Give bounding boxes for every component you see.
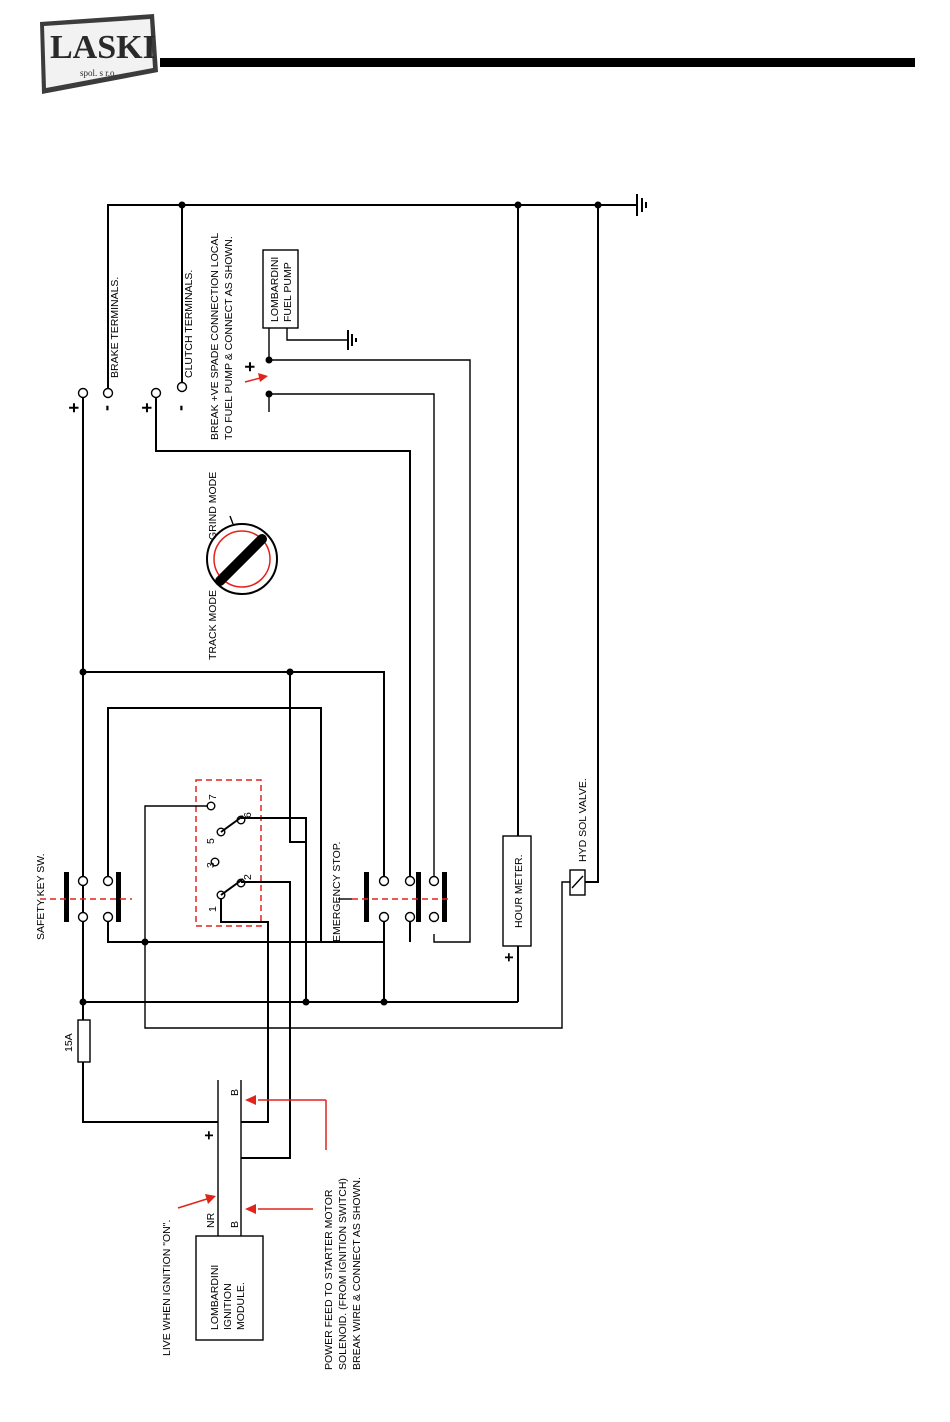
svg-text:LOMBARDINI: LOMBARDINI [209,1265,221,1330]
svg-text:-: - [96,405,116,411]
svg-text:6: 6 [242,812,254,818]
brake-terminals-label: BRAKE TERMINALS. [109,277,121,378]
hour-meter-box [502,835,532,947]
clutch-minus-terminal [176,381,188,393]
svg-text:IGNITION: IGNITION [222,1283,234,1330]
arrow-nr-icon [205,1194,216,1204]
fuel-pump-ground-icon [347,330,357,350]
svg-text:3: 3 [205,862,217,868]
track-mode-label: TRACK MODE [207,590,219,660]
fuel-pump-box [262,249,299,329]
svg-text:7: 7 [207,794,219,800]
mode-selector-switch [206,515,278,595]
svg-text:+: + [240,361,260,372]
brake-plus-terminal [77,387,89,399]
clutch-terminals-label: CLUTCH TERMINALS. [183,270,195,378]
hour-meter-label: HOUR METER. [513,855,525,929]
svg-text:NR: NR [205,1212,217,1228]
svg-text:5: 5 [205,838,217,844]
rotary-switch-box [195,779,262,927]
ignition-module-box [195,1235,264,1341]
logo-text: LASKI [50,29,156,66]
emergency-stop-label: EMERGENCY STOP. [331,842,343,942]
svg-text:+: + [137,402,157,413]
fuel-note-line2: TO FUEL PUMP & CONNECT AS SHOWN. [223,236,235,440]
safety-key-switch [40,872,132,923]
hyd-sol-valve-label: HYD SOL VALVE. [577,778,589,862]
laski-logo: LASKI spol. s r.o. [40,14,158,94]
svg-text:B: B [229,1089,241,1096]
ground-bus [107,204,637,388]
fuel-note-line1: BREAK +VE SPADE CONNECTION LOCAL [209,233,221,440]
brake-minus-terminal [102,387,114,399]
svg-text:LOMBARDINI: LOMBARDINI [269,257,281,322]
svg-text:MODULE.: MODULE. [235,1282,247,1330]
hyd-sol-valve-box [569,869,586,896]
logo-subtext: spol. s r.o. [80,68,117,78]
svg-text:+: + [501,953,518,962]
svg-text:2: 2 [242,874,254,880]
fuse-15a [77,1019,91,1063]
power-note-line3: BREAK WIRE & CONNECT AS SHOWN. [351,1177,363,1370]
clutch-plus-terminal [150,387,162,399]
arrow-b-top-icon [245,1095,256,1105]
arrow-b-bottom-icon [245,1204,256,1214]
power-note-line2: SOLENOID. (FROM IGNITION SWITCH) [337,1178,349,1370]
svg-text:B: B [229,1221,241,1228]
header-rule [160,58,915,67]
emergency-stop-switch [338,872,448,923]
svg-text:1: 1 [207,906,219,912]
grind-mode-label: GRIND MODE [207,472,219,540]
svg-text:+: + [64,402,84,413]
svg-text:+: + [201,1131,218,1140]
svg-text:FUEL PUMP: FUEL PUMP [282,262,294,322]
ground-symbol-icon [636,194,647,216]
fuse-label: 15A [63,1033,75,1052]
fuel-arrow-icon [258,373,268,382]
safety-key-label: SAFETY KEY SW. [35,853,47,940]
live-note: LIVE WHEN IGNITION "ON". [161,1220,173,1356]
svg-text:-: - [170,405,190,411]
power-note-line1: POWER FEED TO STARTER MOTOR [323,1189,335,1370]
